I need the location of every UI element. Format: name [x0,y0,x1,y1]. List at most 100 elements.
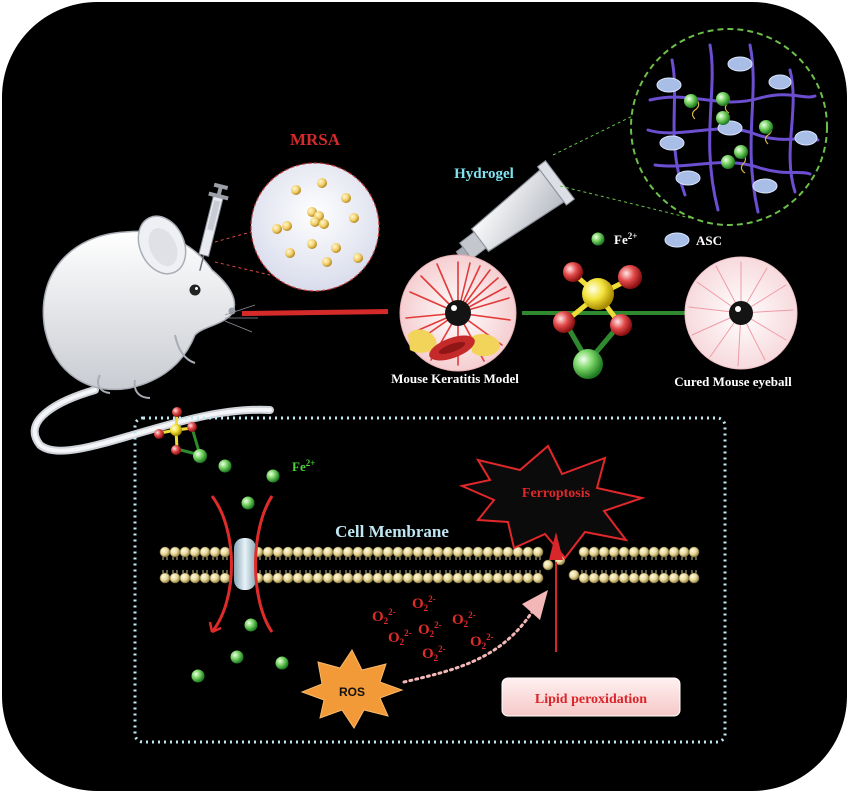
lipid-head [628,572,640,584]
lipid-head [532,572,544,584]
cell-membrane [159,546,700,584]
lipid-peroxidation-box: Lipid peroxidation [501,677,681,717]
ferroptosis-label: Ferroptosis [522,486,591,501]
lipid-head [638,546,650,558]
lipid-head [688,546,700,558]
lipid-head [442,572,454,584]
lipid-head [462,546,474,558]
lipid-head [199,546,211,558]
superoxide-label: O22- [412,594,436,613]
lipid-head [412,572,424,584]
lipid-head [282,572,294,584]
lipid-head [392,572,404,584]
lipid-head [482,546,494,558]
superoxide-cluster: O22-O22-O22-O22-O22-O22-O22- [372,594,494,663]
superoxide-label: O22- [418,620,442,639]
cured-label: Cured Mouse eyeball [674,374,792,389]
lipid-head [482,572,494,584]
eyeball-icon [399,254,517,372]
lipid-head [618,572,630,584]
lipid-head [219,572,231,584]
iron-ions-intracellular [191,618,289,683]
lipid-head [442,546,454,558]
lipid-head [272,546,284,558]
iron-ion-icon [591,232,605,246]
lipid-head [179,546,191,558]
lipid-head [588,572,600,584]
lipid-head-damaged [542,559,554,571]
lipid-head [472,572,484,584]
lipid-head [648,572,660,584]
lipid-head [169,546,181,558]
lipid-head [598,572,610,584]
lipid-head [322,572,334,584]
lipid-head [352,546,364,558]
lipid-head [658,572,670,584]
superoxide-label: O22- [452,610,476,629]
mouse-to-eye-link [242,309,388,316]
lipid-head [502,546,514,558]
lipid-head [532,546,544,558]
legend-fe-label: Fe2+ [614,231,637,247]
ferroptosis-burst-icon: Ferroptosis [458,444,646,560]
petri-dish [250,162,380,292]
cured-eyeball-icon [684,256,798,370]
net-dash-top [552,104,656,156]
ros-to-membrane-arrow [402,590,548,684]
lipid-head [402,572,414,584]
lipid-head [362,572,374,584]
lipid-head [179,572,191,584]
lipid-head [312,546,324,558]
cell-fe-label: Fe2+ [292,458,315,474]
net-dash-bottom [559,185,691,219]
lipid-head [272,572,284,584]
lipid-head [199,572,211,584]
lipid-head [412,546,424,558]
lipid-head [382,546,394,558]
lipid-head [492,546,504,558]
lipid-head [362,546,374,558]
lipid-head [352,572,364,584]
lipid-head [159,572,171,584]
lipid-head [432,546,444,558]
lipid-head [292,546,304,558]
lipid-head [302,546,314,558]
lipid-head [332,572,344,584]
lipid-head [422,546,434,558]
lipid-head [189,546,201,558]
lipid-head [209,572,221,584]
legend: Fe2+ ASC [591,231,722,248]
lipid-head [159,546,171,558]
lipid-head [282,546,294,558]
transport-channel [208,495,274,634]
asc-icon [664,232,690,248]
lipid-head [628,546,640,558]
keratitis-label: Mouse Keratitis Model [391,371,519,386]
lipid-head [452,546,464,558]
lipid-head [608,572,620,584]
ros-burst-icon: ROS [300,649,404,729]
lipid-head [402,546,414,558]
lipid-head [578,546,590,558]
lipid-head [668,572,680,584]
legend-asc-label: ASC [696,233,722,248]
lipid-head [422,572,434,584]
lipid-head [608,546,620,558]
lipid-head [618,546,630,558]
hydrogel-label: Hydrogel [454,166,514,182]
syringe-icon [198,182,229,271]
mrsa-label: MRSA [290,130,341,149]
lipid-head [342,572,354,584]
lipid-head [638,572,650,584]
lipid-head [678,546,690,558]
lipid-to-ferroptosis-arrow [549,532,563,652]
lipid-head [302,572,314,584]
lipid-head [262,572,274,584]
lipid-head [292,572,304,584]
superoxide-label: O22- [372,607,396,626]
lipid-head [598,546,610,558]
lipid-head [372,572,384,584]
lipid-head [522,546,534,558]
